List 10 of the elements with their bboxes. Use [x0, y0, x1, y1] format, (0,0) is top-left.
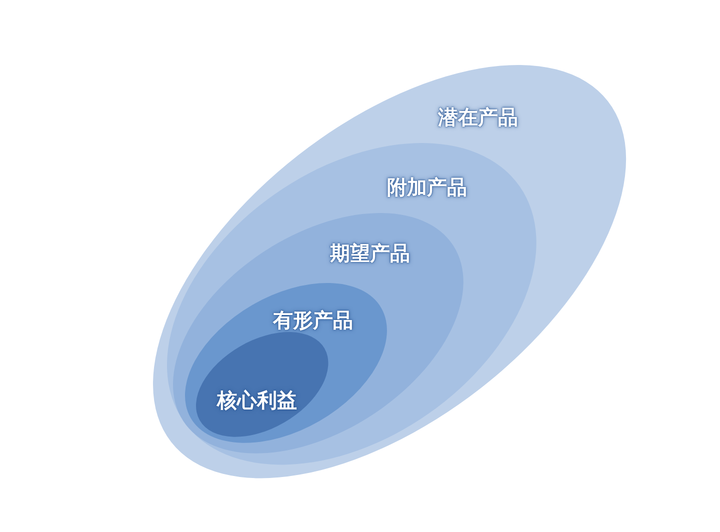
ellipse-layer [184, 283, 387, 443]
layer-label: 有形产品 [272, 308, 353, 332]
layer-label: 潜在产品 [438, 104, 518, 129]
ellipse-layer [167, 143, 537, 465]
layer-label: 期望产品 [330, 240, 410, 265]
ellipse-layer [172, 212, 464, 454]
ellipse-layer [196, 332, 328, 436]
layer-label: 核心利益 [216, 388, 297, 412]
ellipse-layer [153, 65, 627, 479]
layer-label: 附加产品 [386, 174, 467, 199]
